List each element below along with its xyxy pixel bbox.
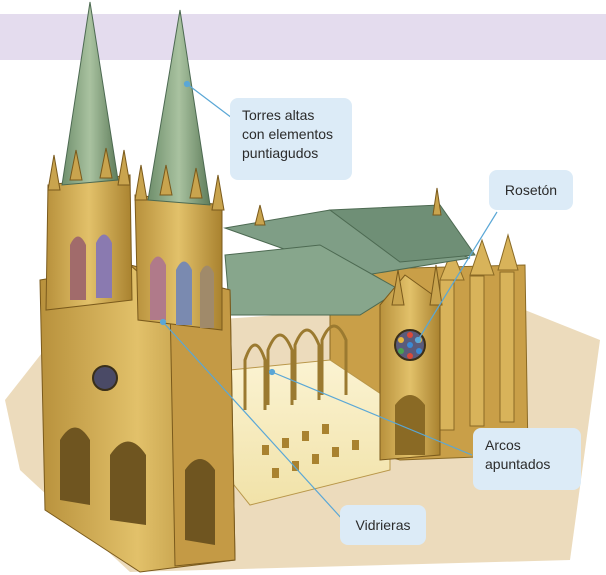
spire-left [61, 1, 119, 186]
leader-lines [159, 80, 498, 521]
spire-right [147, 9, 211, 206]
callout-pointed-arches: Arcos apuntados [473, 428, 581, 490]
flying-buttresses [439, 233, 519, 431]
callout-arches-line2: apuntados [485, 456, 551, 472]
tower-left [45, 174, 133, 311]
pointed-arches [243, 324, 348, 410]
callout-rose-window: Rosetón [489, 170, 573, 210]
callout-stained-glass-text: Vidrieras [355, 517, 411, 533]
callout-rose-window-text: Rosetón [504, 182, 558, 198]
pinnacles [47, 147, 442, 226]
header-band [0, 14, 606, 60]
portals [60, 427, 215, 545]
callout-arches-line1: Arcos [485, 437, 521, 453]
callout-stained-glass: Vidrieras [340, 505, 426, 545]
callout-towers-line3: puntiagudos [242, 145, 319, 161]
callout-towers: Torres altas con elementos puntiagudos [230, 98, 352, 180]
pillar-bases [262, 424, 359, 478]
callout-towers-line2: con elementos [242, 126, 334, 142]
callout-towers-line1: Torres altas [242, 107, 315, 123]
roof-far [328, 204, 476, 263]
stained-glass-windows [70, 234, 214, 328]
